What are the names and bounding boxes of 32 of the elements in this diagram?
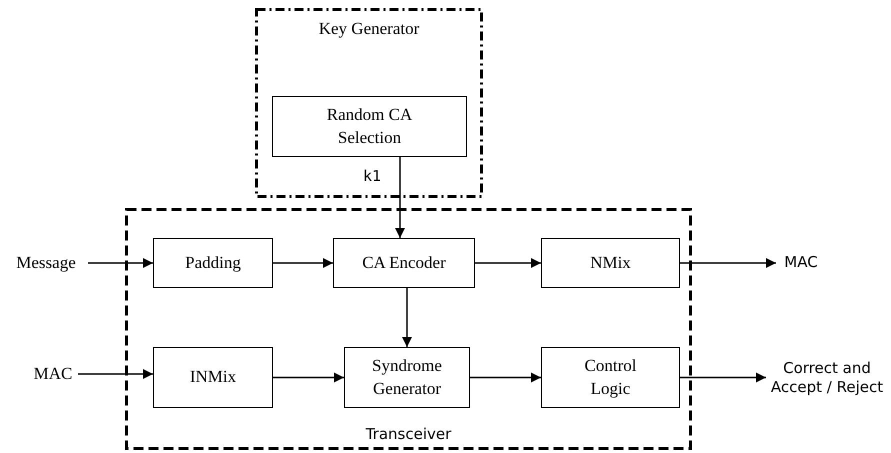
arrow	[470, 372, 541, 382]
signal-label: MAC	[32, 362, 74, 385]
box-label: Random CA Selection	[326, 104, 414, 148]
process-box	[153, 238, 273, 288]
arrow	[78, 369, 153, 379]
arrow	[88, 258, 153, 268]
arrow	[273, 372, 344, 382]
box-label: NMix	[589, 252, 632, 274]
signal-label: Correct and Accept / Reject	[770, 358, 884, 398]
process-box	[541, 238, 680, 288]
group-title: Transceiver	[366, 424, 452, 444]
process-box	[541, 347, 680, 408]
arrow	[395, 157, 405, 238]
process-box	[153, 347, 273, 408]
process-box	[272, 96, 467, 157]
arrow	[475, 258, 541, 268]
box-label: INMix	[188, 366, 238, 388]
arrow	[273, 258, 333, 268]
transceiver-frame	[125, 208, 692, 450]
box-label: Syndrome Generator	[371, 355, 443, 400]
box-label: Control Logic	[584, 355, 638, 400]
arrow	[680, 372, 766, 382]
box-label: CA Encoder	[361, 252, 447, 274]
group-title: Key Generator	[318, 18, 420, 40]
box-label: Padding	[184, 252, 242, 274]
signal-label: Message	[15, 252, 77, 274]
key-generator-frame	[255, 8, 483, 198]
process-box	[333, 238, 475, 288]
process-box	[344, 347, 470, 408]
signal-label: MAC	[783, 253, 819, 273]
arrow	[680, 258, 776, 268]
arrow	[402, 288, 412, 347]
